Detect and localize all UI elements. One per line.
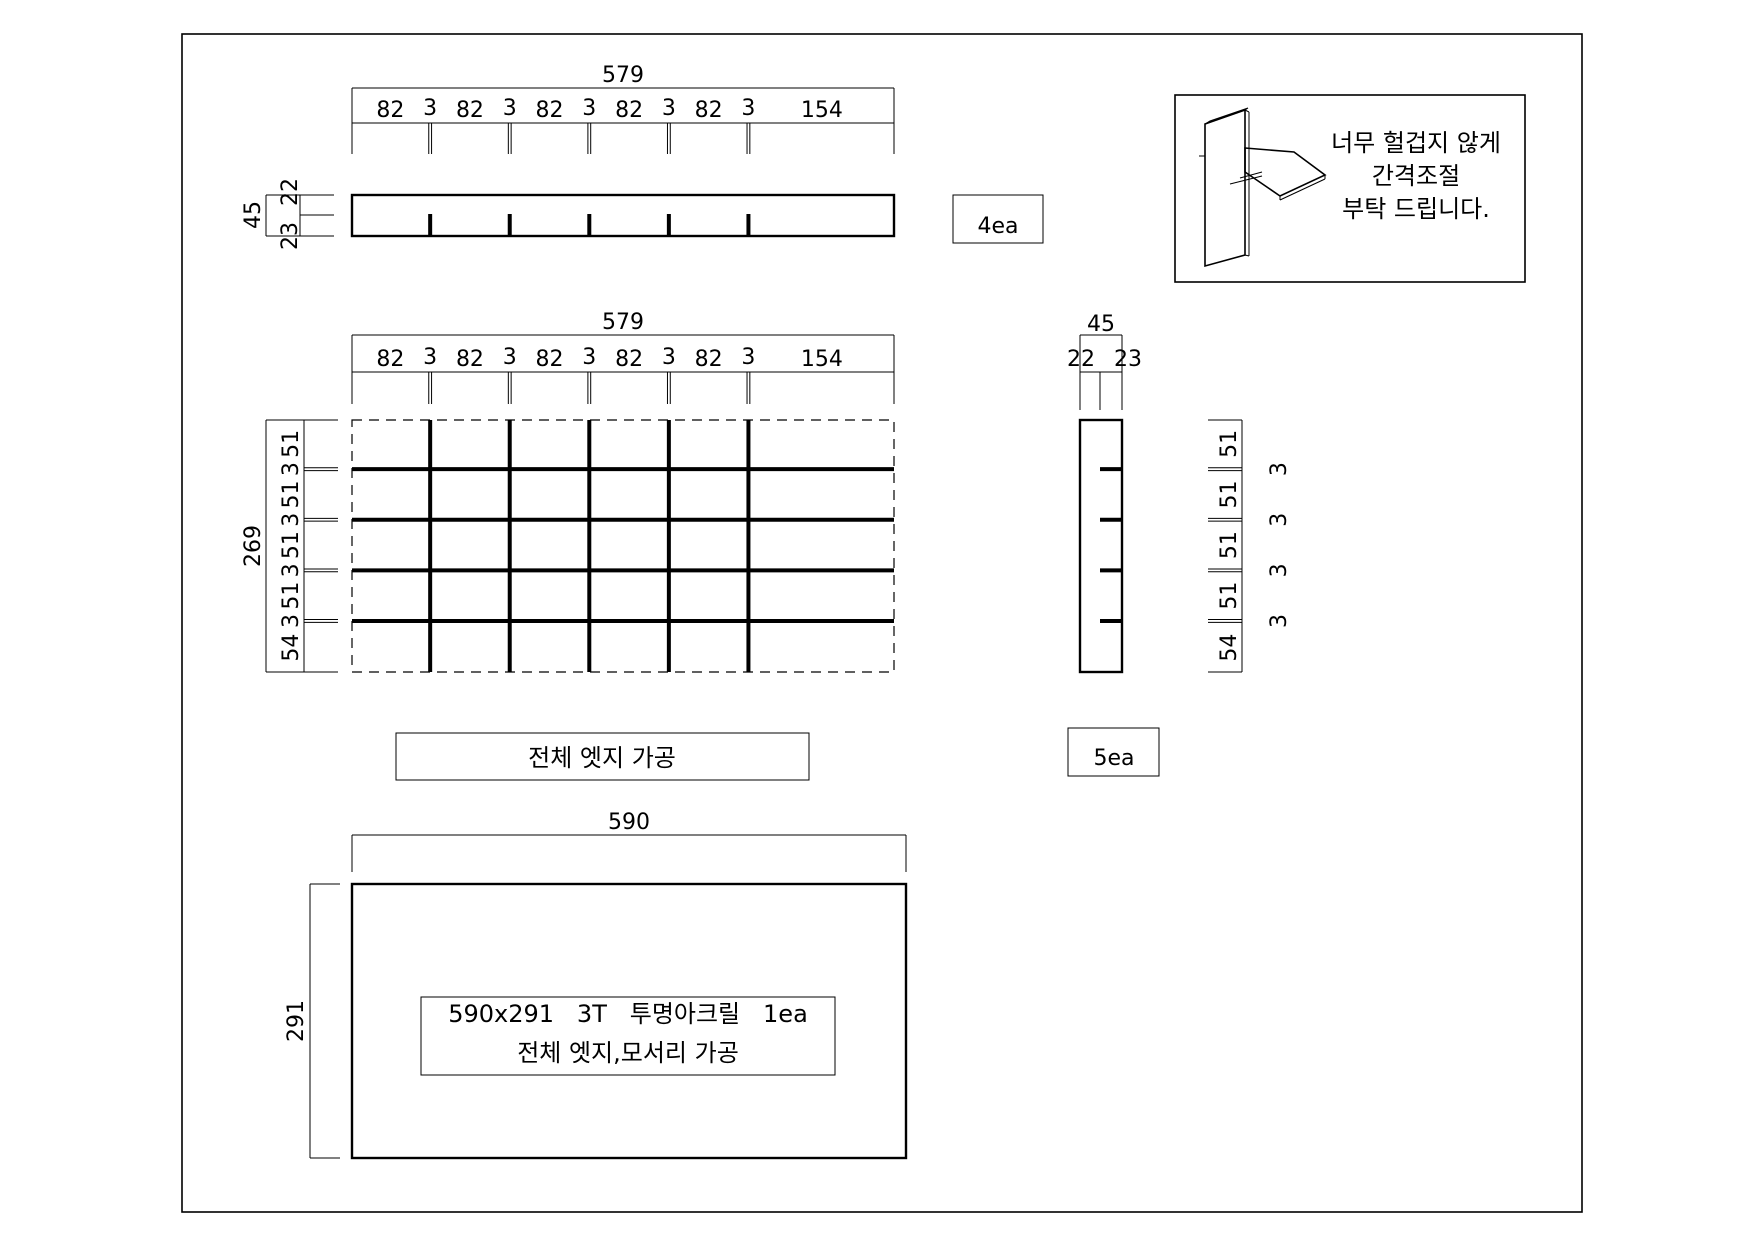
grid-segment-label: 154 [801,347,843,372]
grid-vertical-segment-label: 54 [279,634,304,662]
grid-vertical-segment-label: 51 [279,430,304,458]
side-strip-gap-label: 3 [1267,513,1292,527]
top-strip-height-upper: 22 [278,178,303,206]
top-strip-segment-label: 154 [801,98,843,123]
grid-vertical-segment-label: 3 [279,614,304,628]
side-strip-width-total: 45 [1087,312,1115,337]
grid-vertical-segment-label: 51 [279,480,304,508]
top-strip-part: 579 82 3 82 3 82 3 82 3 82 3 154 45 22 23 4ea [241,63,1044,250]
side-strip-body [1078,418,1124,674]
top-strip-height-total: 45 [241,201,266,229]
side-strip-qty-box [1067,727,1160,777]
top-strip-segment-label: 3 [741,96,755,121]
top-strip-segment-label: 82 [615,98,643,123]
panel-spec-line-2: 전체 엣지,모서리 가공 [517,1039,739,1067]
top-strip-segment-label: 3 [503,96,517,121]
assembly-note-line-1: 너무 헐겁지 않게 [1331,129,1501,157]
side-strip-segment-label: 51 [1217,480,1242,508]
top-strip-segment-label: 3 [423,96,437,121]
top-strip-segment-label: 82 [456,98,484,123]
side-strip-segment-label: 51 [1217,582,1242,610]
drawing-frame [181,33,1583,1213]
panel-width-dim: 590 [608,810,650,835]
side-strip-segment-label: 54 [1217,634,1242,662]
top-strip-qty-box [952,194,1044,244]
grid-segment-label: 3 [503,345,517,370]
grid-assembly-view: 579 82 3 82 3 82 3 82 3 82 3 154 51 3 51 3 51 3 51 3 54 26… [241,310,895,673]
grid-segment-label: 82 [695,347,723,372]
side-strip-part: 45 22 23 51 3 51 3 51 3 51 3 54 5ea [1067,312,1292,777]
grid-segment-label: 3 [741,345,755,370]
grid-height-total: 269 [241,525,266,567]
top-strip-segment-label: 82 [695,98,723,123]
grid-vertical-segment-label: 51 [279,582,304,610]
side-strip-segment-label: 51 [1217,430,1242,458]
top-strip-body [350,193,896,238]
top-strip-segment-label: 82 [376,98,404,123]
edge-note: 전체 엣지 가공 [528,744,676,772]
side-strip-gap-label: 3 [1267,563,1292,577]
grid-segment-label: 3 [423,345,437,370]
grid-segment-label: 3 [662,345,676,370]
panel-spec-line-1: 590x291 3T 투명아크릴 1ea [448,1000,808,1028]
assembly-note-line-3: 부탁 드립니다. [1342,195,1490,223]
side-strip-width-left: 22 [1067,347,1095,372]
panel-body [350,882,908,1160]
grid-vertical-segment-label: 3 [279,462,304,476]
panel-spec-box [420,996,836,1076]
top-strip-segment-label: 82 [536,98,564,123]
grid-segment-label: 82 [376,347,404,372]
top-strip-height-lower: 23 [278,222,303,250]
side-strip-segment-label: 51 [1217,531,1242,559]
side-strip-width-right: 23 [1114,347,1142,372]
grid-segment-label: 82 [615,347,643,372]
side-strip-gap-label: 3 [1267,462,1292,476]
assembly-note-box [1174,94,1526,283]
grid-vertical-segment-label: 51 [279,531,304,559]
top-strip-segment-label: 3 [582,96,596,121]
assembly-note: 너무 헐겁지 않게 간격조절 부탁 드립니다. [1174,94,1526,283]
top-strip-qty: 4ea [977,214,1018,239]
top-strip-segment-label: 3 [662,96,676,121]
grid-overall-dim: 579 [602,310,644,335]
assembly-note-line-2: 간격조절 [1372,162,1460,190]
side-strip-gap-label: 3 [1267,614,1292,628]
grid-vertical-segment-label: 3 [279,563,304,577]
grid-segment-label: 82 [536,347,564,372]
grid-segment-label: 82 [456,347,484,372]
grid-vertical-segment-label: 3 [279,513,304,527]
grid-outline-dashed [351,419,895,673]
base-panel-part: 590 291 590x291 3T 투명아크릴 1ea 전체 엣지,모서리 가… [284,810,908,1160]
side-strip-qty: 5ea [1093,746,1134,771]
joint-sketch-icon [1199,107,1327,268]
edge-note-box [395,732,810,781]
panel-height-dim: 291 [284,1000,309,1042]
grid-segment-label: 3 [582,345,596,370]
top-strip-overall-dim: 579 [602,63,644,88]
